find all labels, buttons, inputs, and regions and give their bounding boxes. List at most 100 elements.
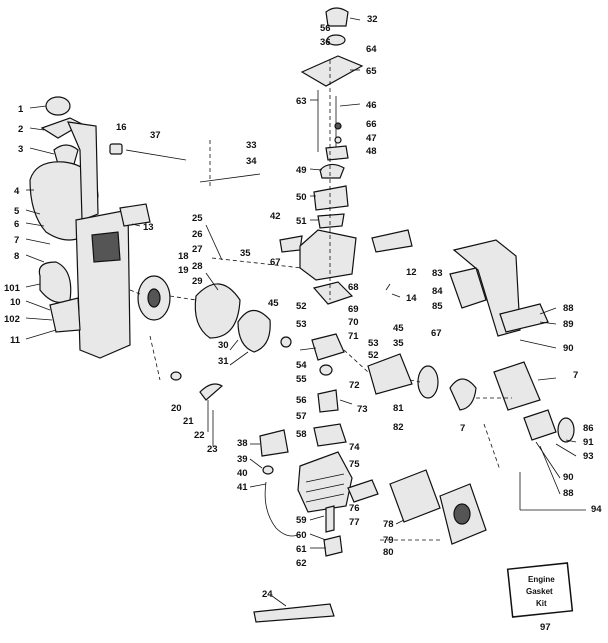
callout-number: 45 — [268, 298, 279, 309]
callout-number: 77 — [349, 517, 360, 528]
callout-number: 36 — [320, 37, 331, 48]
shaft-clamp — [523, 409, 557, 441]
callout-number: 33 — [246, 140, 257, 151]
callout-number: 20 — [171, 403, 182, 414]
callout-number: 80 — [383, 547, 394, 558]
callout-number: 72 — [349, 380, 360, 391]
shaft-housing-group — [449, 239, 586, 511]
choke-knob — [325, 7, 349, 27]
clutch-drum — [417, 365, 439, 399]
ignition-coil — [259, 429, 289, 457]
throttle-bracket — [371, 229, 413, 253]
callout-number: 6 — [14, 219, 19, 230]
callout-number: 64 — [366, 44, 377, 55]
callout-number: 88 — [563, 303, 574, 314]
crankcase-housing — [75, 209, 131, 359]
callout-number: 61 — [296, 544, 307, 555]
callout-number: 90 — [563, 472, 574, 483]
callout-number: 42 — [270, 211, 281, 222]
tank-cap — [45, 96, 71, 116]
kit-label-line1: Engine — [528, 575, 555, 584]
housing-port — [91, 231, 121, 263]
callout-number: 54 — [296, 360, 307, 371]
callout-number: 53 — [296, 319, 307, 330]
callout-number: 55 — [296, 374, 307, 385]
kit-label-line3: Kit — [536, 599, 547, 608]
plug-boot — [323, 535, 343, 557]
side-cover — [38, 261, 72, 303]
callout-number: 91 — [583, 437, 594, 448]
callout-number: 89 — [563, 319, 574, 330]
callout-number: 52 — [368, 350, 379, 361]
callout-number: 7 — [573, 370, 578, 381]
callout-number: 83 — [432, 268, 443, 279]
mount-plate — [49, 297, 81, 333]
coil-spacer — [262, 465, 274, 475]
callout-number: 2 — [18, 124, 23, 135]
needle-ball — [334, 122, 342, 130]
callout-number: 35 — [240, 248, 251, 259]
drive-housing — [452, 239, 521, 337]
callout-number: 75 — [349, 459, 360, 470]
callout-number: 56 — [320, 23, 331, 34]
callout-number: 62 — [296, 558, 307, 569]
callout-number: 18 — [178, 251, 189, 262]
retainer-ring — [326, 34, 346, 46]
callout-number: 68 — [348, 282, 359, 293]
callout-number: 79 — [383, 535, 394, 546]
callout-number: 97 — [540, 622, 551, 633]
callout-number: 7 — [460, 423, 465, 434]
primer-bulb — [109, 143, 123, 155]
exhaust-spacer — [347, 479, 379, 503]
clutch-housing — [367, 353, 413, 395]
callout-number: 66 — [366, 119, 377, 130]
callout-number: 93 — [583, 451, 594, 462]
callout-number: 48 — [366, 146, 377, 157]
callout-number: 59 — [296, 515, 307, 526]
ignition-bits — [149, 335, 224, 446]
callout-number: 84 — [432, 286, 443, 297]
callout-number: 76 — [349, 503, 360, 514]
callout-number: 81 — [393, 403, 404, 414]
gasket-top — [317, 213, 345, 229]
callout-number: 40 — [237, 468, 248, 479]
bearing-cap — [557, 417, 575, 443]
callout-number: 35 — [393, 338, 404, 349]
callout-number: 71 — [348, 331, 359, 342]
callout-number: 25 — [192, 213, 203, 224]
callout-number: 37 — [150, 130, 161, 141]
callout-number: 53 — [368, 338, 379, 349]
tube-body — [253, 603, 335, 623]
callout-number: 11 — [10, 335, 21, 346]
fan-wheel — [237, 309, 271, 353]
gear-housing — [493, 361, 541, 411]
callout-number: 57 — [296, 411, 307, 422]
piston — [317, 389, 339, 413]
callout-number: 19 — [178, 265, 189, 276]
callout-number: 63 — [296, 96, 307, 107]
callout-number: 70 — [348, 317, 359, 328]
flywheel — [194, 283, 241, 339]
callout-number: 52 — [296, 301, 307, 312]
callout-number: 50 — [296, 192, 307, 203]
callout-number: 28 — [192, 261, 203, 272]
kit-label-line2: Gasket — [526, 587, 553, 596]
callout-number: 39 — [237, 454, 248, 465]
callout-number: 27 — [192, 244, 203, 255]
callout-number: 8 — [14, 251, 19, 262]
crankshaft-group — [299, 333, 477, 447]
cover-plate — [300, 55, 364, 87]
cylinder — [297, 451, 353, 513]
spark-plug — [325, 505, 335, 533]
callout-number: 34 — [246, 156, 257, 167]
primer-bracket — [119, 203, 151, 227]
diaphragm — [319, 163, 345, 179]
callout-number: 4 — [14, 186, 20, 197]
callout-number: 32 — [367, 14, 378, 25]
callout-number: 101 — [4, 283, 21, 294]
callout-number: 12 — [406, 267, 417, 278]
flywheel-nut — [280, 336, 292, 348]
callout-number: 13 — [143, 222, 154, 233]
